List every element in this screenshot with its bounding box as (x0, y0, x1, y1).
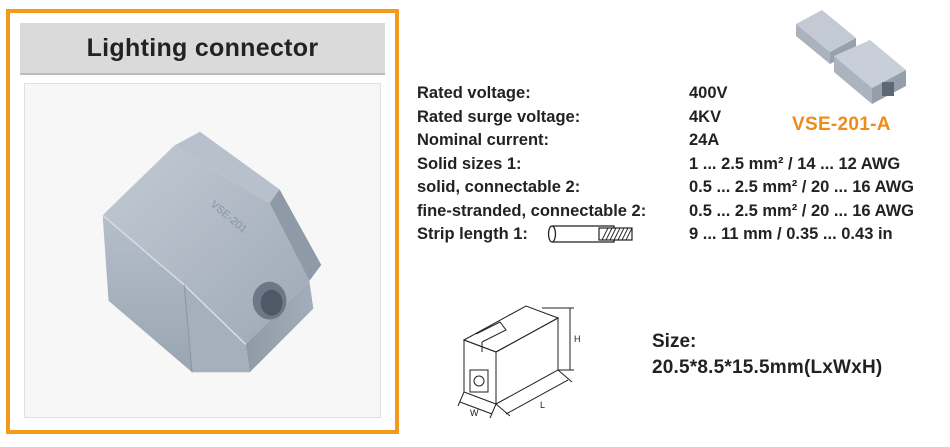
spec-label: Rated voltage: (417, 84, 531, 102)
dim-label-h: H (574, 334, 581, 344)
spec-label: Solid sizes 1: (417, 154, 522, 173)
connector-thumbnail (778, 4, 918, 112)
spec-row: Strip length 1: 9 ... 11 mm / 0.35 ... 0… (417, 225, 947, 249)
spec-row: Nominal current: 24A (417, 131, 947, 155)
model-number: VSE-201-A (792, 114, 891, 135)
size-label: Size: (652, 331, 697, 352)
spec-label: Rated surge voltage: (417, 107, 581, 126)
spec-label: solid, connectable 2: (417, 178, 581, 196)
spec-row: Rated surge voltage: 4KV (417, 108, 947, 132)
dimension-drawing: H L W (430, 296, 590, 426)
spec-value: 4KV (689, 107, 722, 126)
product-frame: Lighting connector (6, 9, 399, 434)
spec-label: fine-stranded, connectable 2: (417, 201, 647, 220)
size-value: 20.5*8.5*15.5mm(LxWxH) (652, 357, 883, 378)
spec-value: 1 ... 2.5 mm² / 14 ... 12 AWG (689, 154, 901, 173)
spec-value: 9 ... 11 mm / 0.35 ... 0.43 in (689, 225, 893, 243)
spec-value: 0.5 ... 2.5 mm² / 20 ... 16 AWG (689, 178, 914, 196)
wire-strip-icon (547, 225, 633, 243)
product-title: Lighting connector (20, 23, 385, 75)
spec-row: fine-stranded, connectable 2: 0.5 ... 2.… (417, 202, 947, 226)
spec-table: Rated voltage: 400V Rated surge voltage:… (417, 84, 947, 249)
dim-label-w: W (470, 408, 479, 418)
connector-photo: VSE-201 (24, 83, 381, 418)
spec-value: 400V (689, 84, 728, 102)
spec-label: Nominal current: (417, 131, 550, 149)
spec-row: solid, connectable 2: 0.5 ... 2.5 mm² / … (417, 178, 947, 202)
spec-value: 24A (689, 131, 720, 149)
spec-row: Solid sizes 1: 1 ... 2.5 mm² / 14 ... 12… (417, 155, 947, 179)
spec-label: Strip length 1: (417, 225, 528, 243)
spec-row: Rated voltage: 400V (417, 84, 947, 108)
spec-value: 0.5 ... 2.5 mm² / 20 ... 16 AWG (689, 201, 914, 220)
dim-label-l: L (540, 400, 545, 410)
